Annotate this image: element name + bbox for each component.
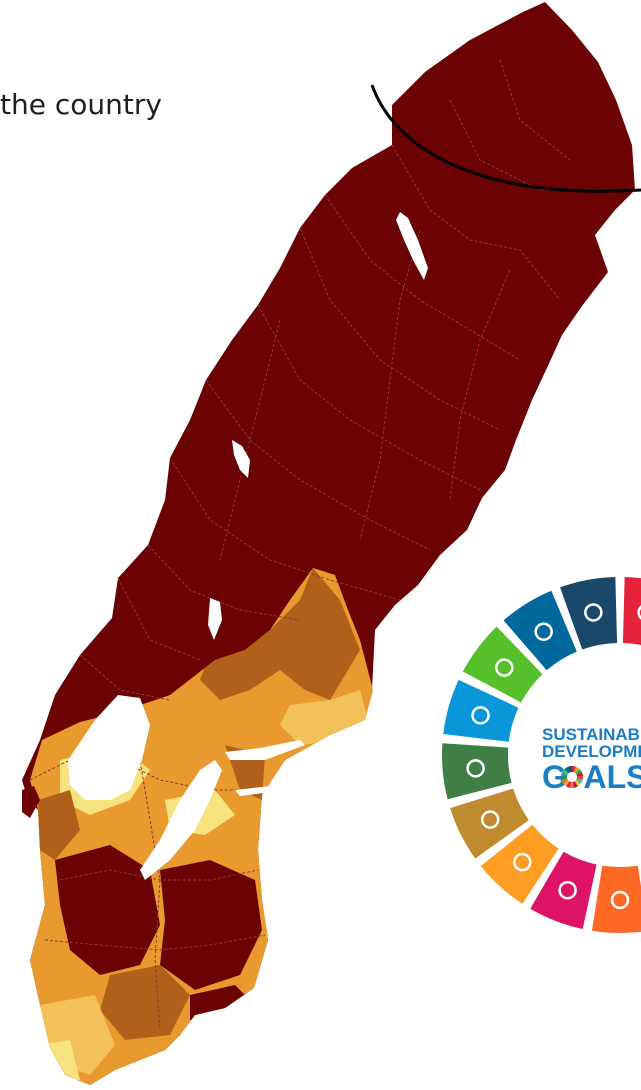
mini-wheel-segment	[572, 781, 578, 788]
west-coast-islands	[22, 786, 40, 818]
flower-icon	[584, 603, 603, 622]
sdg-segment-14	[443, 679, 519, 742]
caption-text: the country	[0, 88, 162, 121]
sdg-mini-wheel-icon	[561, 766, 583, 788]
cubes-icon	[610, 890, 630, 910]
sdg-logo-line3: G ALS	[542, 759, 641, 795]
arc-line	[370, 84, 641, 193]
sdg-segment-9	[591, 865, 641, 933]
sdg-segment-11	[480, 824, 559, 904]
tree-icon	[495, 658, 514, 677]
mini-wheel-segment	[572, 766, 576, 773]
mini-wheel-segment	[561, 775, 568, 781]
lake-vanern	[68, 695, 150, 800]
lake-north	[396, 212, 428, 280]
infinity-icon	[480, 810, 500, 829]
mini-wheel-segment	[576, 775, 583, 781]
city-icon	[513, 852, 532, 872]
lake-hjalmaren	[235, 786, 272, 796]
mini-wheel-segment	[575, 768, 582, 775]
region-dark-south-2	[160, 860, 262, 990]
fish-icon	[471, 706, 490, 725]
region-brown-south-3	[100, 965, 190, 1040]
lake-vattern	[140, 760, 222, 880]
region-dark-south-1	[55, 845, 160, 975]
sdg-segments	[442, 577, 641, 933]
region-brown-north	[200, 568, 360, 700]
mini-wheel-segment	[561, 778, 569, 784]
people-icon	[637, 605, 641, 620]
lake-small	[208, 598, 222, 640]
sdg-segment-1	[622, 577, 641, 646]
mini-wheel-segment	[569, 781, 575, 788]
region-brown-southwest	[38, 790, 80, 860]
sdg-segment-10	[530, 851, 597, 930]
mini-wheel-segment	[566, 781, 572, 788]
equality-icon	[558, 880, 577, 900]
region-dark-south-4	[190, 985, 250, 1020]
sdg-segment-16	[503, 590, 577, 671]
sdg-segment-12	[450, 788, 529, 859]
mini-wheel-segment	[562, 768, 569, 775]
sdg-segment-15	[462, 626, 543, 703]
mini-wheel-segment	[573, 766, 580, 774]
mini-wheel-segment	[564, 766, 571, 774]
mini-wheel-segment	[575, 778, 583, 784]
lake-malaren	[225, 740, 305, 760]
dove-icon	[534, 622, 553, 641]
mini-wheel-segment	[576, 772, 583, 777]
lake-mid	[232, 440, 250, 478]
sdg-logo-line1: SUSTAINABLE	[542, 725, 641, 744]
sdg-segment-17	[560, 577, 618, 650]
eye-globe-icon	[466, 759, 485, 778]
mini-wheel-segment	[568, 766, 572, 773]
mini-wheel-segment	[561, 772, 568, 777]
sdg-logo-line2: DEVELOPMENT	[542, 742, 641, 761]
mini-wheel-segment	[563, 780, 570, 787]
sdg-wheel-logo: SUSTAINABLE DEVELOPMENT G ALS	[442, 577, 641, 933]
lakes	[68, 212, 428, 880]
mini-wheel-segment	[574, 780, 581, 787]
sdg-segment-13	[442, 743, 512, 800]
sdg-center	[562, 697, 641, 813]
